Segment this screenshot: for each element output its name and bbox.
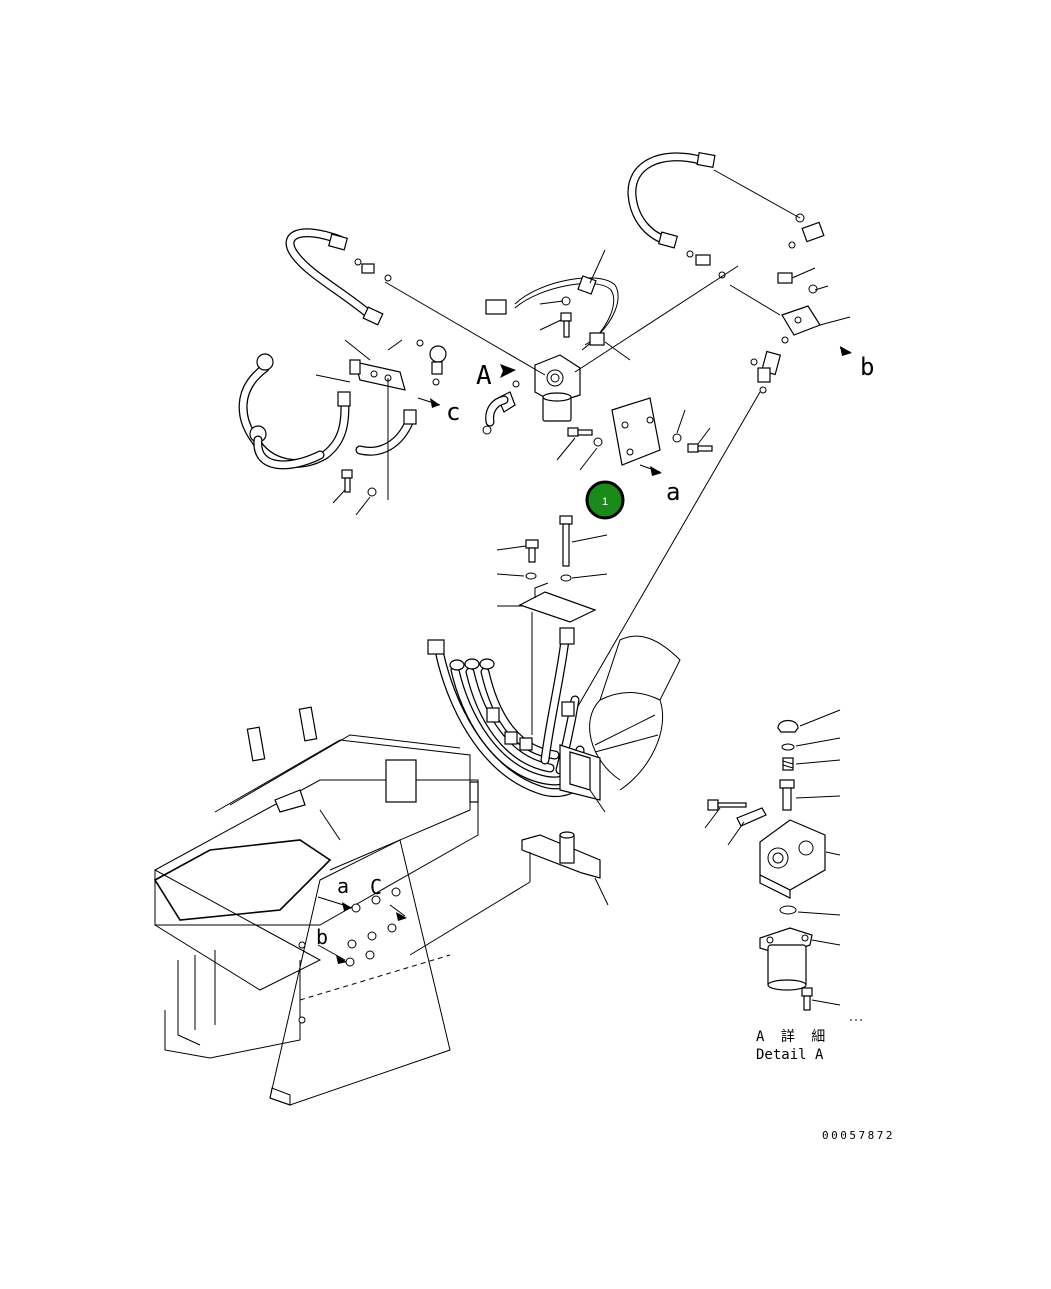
hose-bundle [427, 627, 681, 813]
bolt-lower-left [332, 469, 377, 516]
side-panel [269, 839, 451, 1106]
lower-left-hose [238, 353, 417, 470]
bolt-center-upper [539, 296, 572, 338]
label-c-left: c [446, 398, 460, 426]
detail-a-exploded [704, 709, 865, 1021]
detail-title-jp: A 詳 細 [756, 1029, 829, 1045]
manifold-block-left [315, 339, 447, 500]
label-frame-a: a [337, 874, 349, 898]
label-b-right: b [860, 353, 874, 381]
right-fitting [569, 336, 789, 721]
middle-bolt-set [496, 515, 608, 735]
callout-number: 1 [602, 496, 608, 508]
valve-bracket-plate [556, 397, 713, 476]
label-view-A: A [476, 361, 492, 391]
upper-left-hose [285, 228, 392, 326]
label-frame-b: b [316, 925, 328, 949]
label-frame-C: C [370, 875, 382, 899]
lower-bracket [409, 831, 609, 956]
cab-frame [153, 706, 479, 1059]
label-a-top: a [666, 478, 680, 506]
right-clamp-block [729, 267, 852, 356]
drawing-number: 00057872 [822, 1129, 895, 1142]
solenoid-valve-main [482, 354, 581, 435]
callout-1[interactable]: 1 [585, 480, 625, 520]
wire-harness-connector [485, 249, 631, 361]
detail-title-en: Detail A [756, 1047, 824, 1063]
upper-right-hose [627, 152, 825, 279]
